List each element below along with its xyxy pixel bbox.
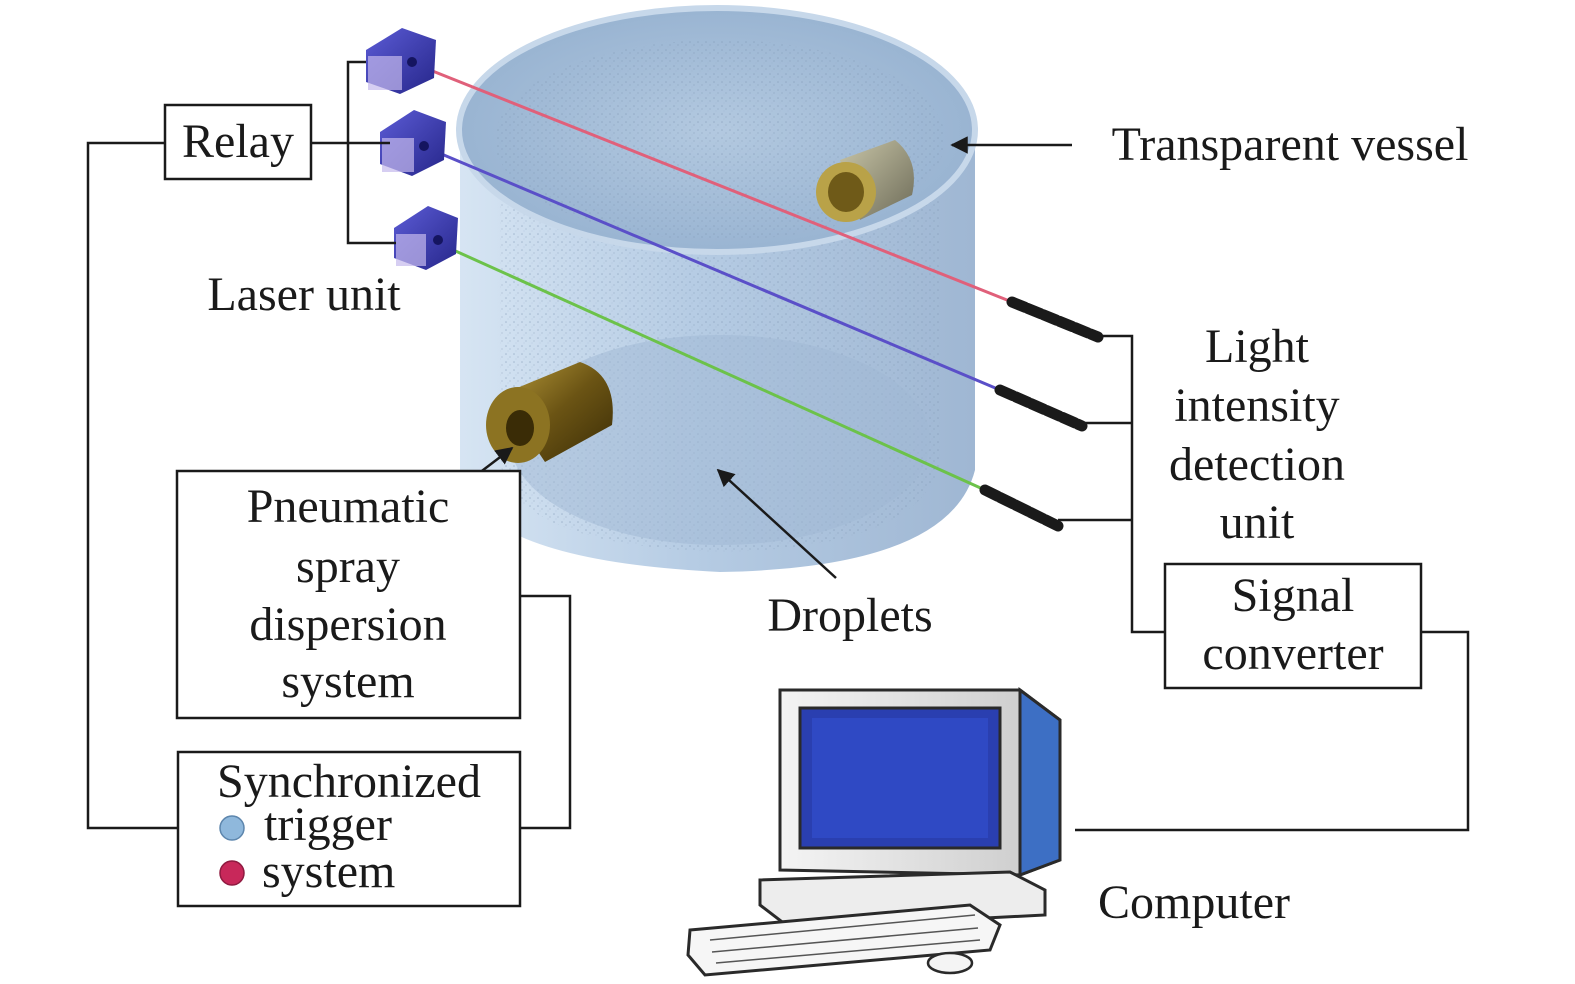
light-intensity-label-line-4: unit [1220,496,1295,549]
led-blue-icon [219,815,245,841]
light-intensity-label-line-2: intensity [1174,379,1339,432]
monitor-side [1018,687,1062,878]
detector-1 [1006,296,1104,343]
transparent-vessel [456,5,978,572]
light-intensity-label-line-3: detection [1169,438,1345,491]
laser-beam-red [419,64,1013,304]
screen-highlight [812,718,988,838]
vessel-inner-floor [510,335,930,545]
mouse [926,951,974,975]
transparent-vessel-label: Transparent vessel [1112,118,1469,171]
pneumatic-label-line-1: Pneumatic [247,480,450,533]
detector-2 [994,384,1088,432]
connection-wires [86,60,1470,832]
signal-converter-label-line-2: converter [1202,627,1383,680]
relay-label: Relay [182,115,294,168]
relay-box [163,103,313,181]
droplets-label: Droplets [767,589,932,642]
computer-illustration [686,687,1062,977]
sync-trigger-label-line-1: Synchronized [217,755,481,808]
outlet-tube [816,140,914,222]
laser-beam-green [439,242,986,492]
signal-converter-box [1163,562,1423,690]
computer-label: Computer [1098,876,1290,929]
detector-3 [979,484,1064,532]
sync-trigger-label-line-3: system [262,845,395,898]
pneumatic-label-line-3: dispersion [249,598,446,651]
pneumatic-box [175,469,522,720]
light-detectors [979,296,1104,532]
sync-trigger-label-line-2: trigger [264,798,392,851]
led-red-icon [219,860,245,886]
laser-emitter-1 [366,28,436,94]
pneumatic-label-line-4: system [281,655,414,708]
laser-emitter-3 [394,206,458,270]
pneumatic-label-line-2: spray [296,540,400,593]
signal-converter-label-line-1: Signal [1232,569,1355,622]
spray-nozzle [486,362,613,463]
light-intensity-label-line-1: Light [1205,320,1310,373]
laser-unit-label: Laser unit [207,268,401,321]
laser-beam-blue [431,148,1001,392]
